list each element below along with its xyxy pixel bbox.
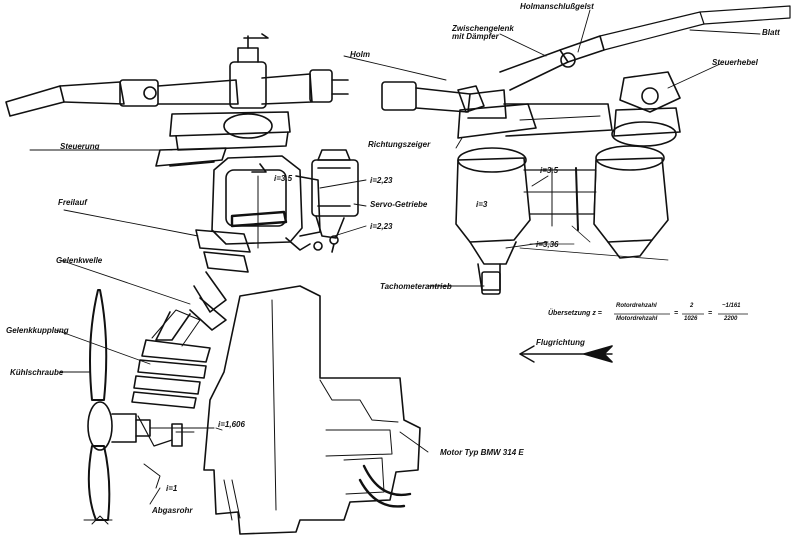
formula-prefix: Übersetzung z = xyxy=(548,310,602,317)
ratio-3-5-right: i=3,5 xyxy=(540,166,559,175)
formula-den-3: 2200 xyxy=(724,316,738,322)
ratio-2-23-b: i=2,23 xyxy=(370,222,393,231)
label-steuerung: Steuerung xyxy=(60,142,100,151)
label-steuerhebel: Steuerhebel xyxy=(712,58,758,67)
ratio-3: i=3 xyxy=(476,200,488,209)
ratio-3-5-left: i=3,5 xyxy=(274,174,293,183)
label-blatt: Blatt xyxy=(762,28,780,37)
formula-den-2: 1026 xyxy=(684,316,698,322)
ratio-2-23-a: i=2,23 xyxy=(370,176,393,185)
leader-lines xyxy=(29,9,761,505)
label-heimanschluss: Holmanschlußgelst xyxy=(520,2,594,11)
label-abgasrohr: Abgasrohr xyxy=(152,506,193,515)
formula-num-1: Rotordrehzahl xyxy=(616,303,657,309)
label-richtungszeiger: Richtungszeiger xyxy=(368,140,431,149)
label-motor: Motor Typ BMW 314 E xyxy=(440,448,524,457)
left-rotor-hub xyxy=(5,33,349,167)
label-zwischengelenk-2: mit Dämpfer xyxy=(452,32,499,41)
label-gelenkkupplung: Gelenkkupplung xyxy=(6,326,69,335)
ratio-1: i=1 xyxy=(166,484,178,493)
direction-arrow xyxy=(519,345,613,363)
formula-eq-1: = xyxy=(674,310,679,317)
label-tachometerantrieb: Tachometerantrieb xyxy=(380,282,452,291)
right-gearbox xyxy=(455,145,669,295)
right-rotor-hub xyxy=(381,5,791,147)
cooling-propeller xyxy=(83,289,215,525)
ratio-1-606: i=1,606 xyxy=(218,420,245,429)
label-freilauf: Freilauf xyxy=(58,198,87,207)
label-holm: Holm xyxy=(350,50,370,59)
formula-den-1: Motordrehzahl xyxy=(616,316,658,322)
ratio-3-36: i=3,36 xyxy=(536,240,559,249)
label-kuehlschraube: Kühlschraube xyxy=(10,368,64,377)
engine-block xyxy=(203,285,421,535)
formula-eq-2: = xyxy=(708,310,713,317)
label-gelenkwelle: Gelenkwelle xyxy=(56,256,103,265)
formula-num-2: 2 xyxy=(690,303,694,309)
label-zwischengelenk-1: Zwischengelenk xyxy=(452,24,514,33)
label-flugrichtung: Flugrichtung xyxy=(536,338,585,347)
left-gearbox xyxy=(211,149,359,253)
formula-num-3: ~1/161 xyxy=(722,303,741,309)
label-servo-getriebe: Servo-Getriebe xyxy=(370,200,428,209)
drive-shaft xyxy=(131,229,251,409)
